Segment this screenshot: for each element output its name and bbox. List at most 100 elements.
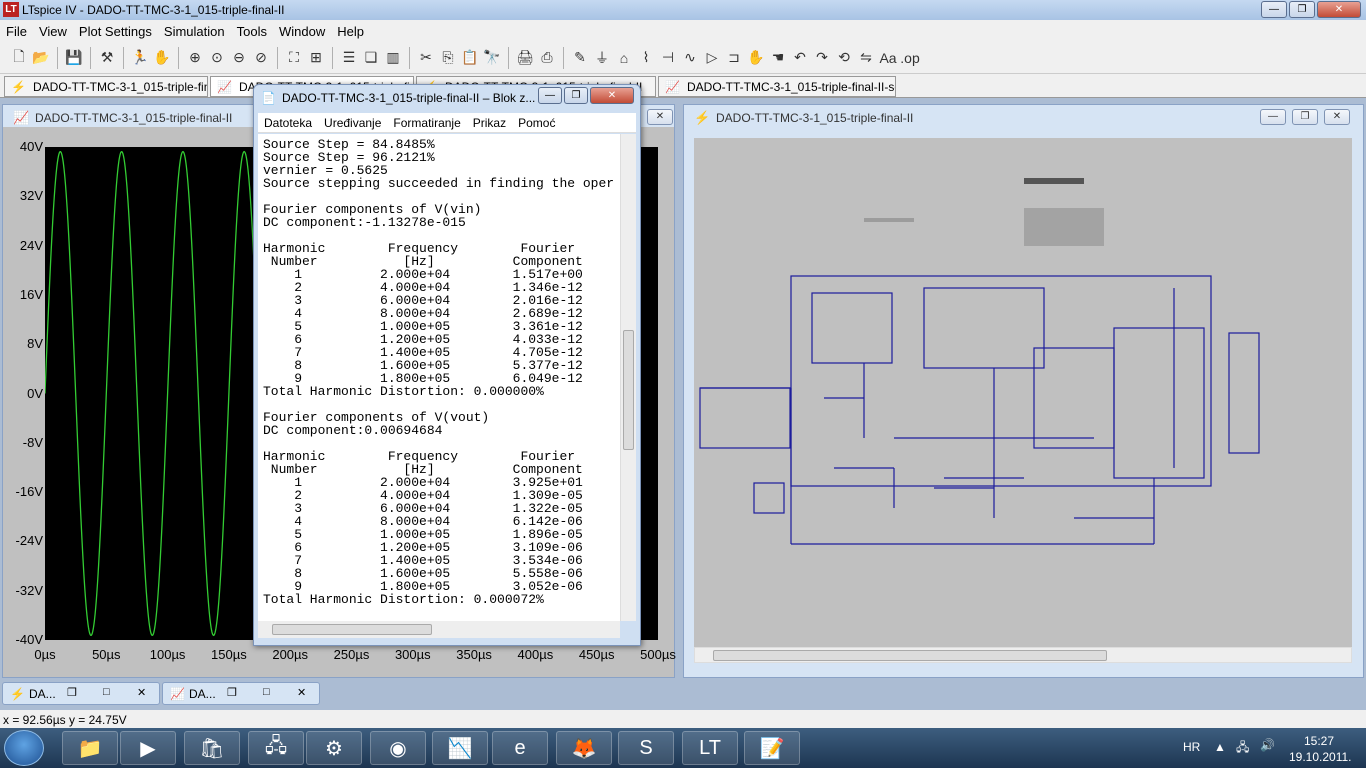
zoom-out-icon[interactable]: ⊖ [233,49,245,65]
move-icon[interactable]: ✋ [747,49,765,65]
label-net-icon[interactable]: ⌂ [619,49,629,66]
print-setup-icon[interactable]: 🖨 [516,49,534,65]
schematic-canvas[interactable] [694,138,1352,647]
undo-icon[interactable]: ↶ [794,49,806,65]
capacitor-icon[interactable]: ⊣ [661,49,675,65]
store-icon[interactable]: 🛍 [184,731,240,765]
media-player-icon[interactable]: ▶ [120,731,176,765]
close-icon[interactable]: ✕ [137,687,147,699]
volume-icon[interactable]: 🔊 [1260,738,1275,752]
tile-vertical-icon[interactable]: ▥ [386,49,400,65]
menu-window[interactable]: Window [278,23,326,39]
scrollbar-thumb[interactable] [623,330,634,450]
zoom-cancel-icon[interactable]: ⊘ [255,49,267,65]
maximize-icon[interactable]: □ [263,686,270,698]
network-tray-icon[interactable]: 🖧 [1236,740,1250,754]
restore-icon[interactable]: ❐ [1292,109,1318,125]
minimized-schematic[interactable]: ⚡ DA... ❐ □ ✕ [2,682,160,705]
resistor-icon[interactable]: ⌇ [642,49,650,65]
clock-date[interactable]: 19.10.2011. [1289,750,1352,764]
mirror-icon[interactable]: ⇋ [860,49,872,65]
drag-icon[interactable]: ☚ [771,49,785,65]
close-icon[interactable]: ✕ [1324,109,1350,125]
inductor-icon[interactable]: ∿ [684,49,696,65]
close-icon[interactable]: ✕ [647,109,673,125]
restore-icon[interactable]: ❐ [227,687,237,699]
tab-schematic[interactable]: ⚡ DADO-TT-TMC-3-1_015-triple-final-II [4,76,208,97]
maximize-button[interactable]: ❐ [564,87,588,104]
menu-uredivanje[interactable]: Uređivanje [324,115,382,130]
tab-waveform-square[interactable]: 📈 DADO-TT-TMC-3-1_015-triple-final-II-sq… [658,76,896,97]
paste-icon[interactable]: 📋 [461,49,479,65]
find-icon[interactable]: 🔭 [483,49,501,65]
explorer-icon[interactable]: 📁 [62,731,118,765]
horizontal-scrollbar[interactable] [258,621,620,638]
language-indicator[interactable]: HR [1183,740,1201,754]
browser-red-icon[interactable]: ◉ [370,731,426,765]
ground-icon[interactable]: ⏚ [595,49,609,66]
minimized-waveform[interactable]: 📈 DA... ❐ □ ✕ [162,682,320,705]
component-icon[interactable]: ⊐ [728,49,740,65]
fit-icon[interactable]: ⊞ [310,49,322,65]
pan-icon[interactable]: ⊙ [211,49,223,65]
menu-file[interactable]: File [6,23,27,39]
run-icon[interactable]: 🏃 [131,49,149,65]
scrollbar-thumb[interactable] [713,650,1107,661]
oscilloscope-icon[interactable]: 📉 [432,731,488,765]
menu-help[interactable]: Help [337,23,364,39]
redo-icon[interactable]: ↷ [816,49,828,65]
restore-icon[interactable]: ❐ [67,687,77,699]
minimize-button[interactable]: — [538,87,562,104]
notepad-line: 9 1.800e+05 3.052e-06 [263,579,583,594]
tool-icon[interactable]: ⚙ [306,731,362,765]
menu-simulation[interactable]: Simulation [163,23,225,39]
open-icon[interactable]: 📂 [32,49,50,65]
clock-time[interactable]: 15:27 [1304,734,1335,748]
waveform-plot[interactable] [45,147,658,640]
ltspice-taskbar-icon[interactable]: LT [682,731,738,765]
cut-icon[interactable]: ✂ [420,49,432,65]
menu-view[interactable]: View [38,23,67,39]
schematic-window: ⚡ DADO-TT-TMC-3-1_015-triple-final-II — … [683,104,1364,678]
spice-directive-icon[interactable]: .op [900,49,920,66]
minimize-icon[interactable]: — [1260,109,1286,125]
skype-icon[interactable]: S [618,731,674,765]
autorange-icon[interactable]: ⛶ [289,49,299,65]
control-panel-icon[interactable]: ⚒ [100,49,114,65]
maximize-button[interactable]: ❐ [1289,1,1315,18]
halt-icon[interactable]: ✋ [153,49,171,65]
menu-datoteka[interactable]: Datoteka [264,115,313,130]
diode-icon[interactable]: ▷ [706,49,718,65]
tile-horizontal-icon[interactable]: ☰ [342,49,356,65]
minimized-windows: ⚡ DA... ❐ □ ✕ 📈 DA... ❐ □ ✕ [0,680,330,706]
text-icon[interactable]: Aa [879,49,897,66]
vertical-scrollbar[interactable] [620,134,636,621]
close-button[interactable]: ✕ [1317,1,1361,18]
new-schematic-icon[interactable]: 🗋 [13,47,25,64]
rotate-icon[interactable]: ⟲ [838,49,850,65]
internet-explorer-icon[interactable]: e [492,731,548,765]
menu-plot-settings[interactable]: Plot Settings [78,23,152,39]
maximize-icon[interactable]: □ [103,686,110,698]
scrollbar-thumb[interactable] [272,624,432,635]
minimize-button[interactable]: — [1261,1,1287,18]
notepad-text-area[interactable]: Source Step = 84.8485%Source Step = 96.2… [258,134,620,621]
close-button[interactable]: ✕ [590,87,634,104]
menu-pomoc[interactable]: Pomoć [518,115,556,130]
start-button[interactable] [4,730,44,766]
save-icon[interactable]: 💾 [65,49,83,65]
menu-prikaz[interactable]: Prikaz [472,115,507,130]
print-icon[interactable]: ⎙ [541,49,553,65]
network-icon[interactable]: 🖧 [248,731,304,765]
menu-tools[interactable]: Tools [236,23,267,39]
horizontal-scrollbar[interactable] [694,647,1352,663]
zoom-in-icon[interactable]: ⊕ [189,49,201,65]
show-hidden-icons-icon[interactable]: ▲ [1214,740,1226,754]
cascade-icon[interactable]: ❏ [364,49,378,65]
menu-formatiranje[interactable]: Formatiranje [393,115,461,130]
close-icon[interactable]: ✕ [297,687,307,699]
wire-icon[interactable]: ✎ [574,49,586,65]
firefox-icon[interactable]: 🦊 [556,731,612,765]
copy-icon[interactable]: ⎘ [442,49,454,65]
notepad-taskbar-icon[interactable]: 📝 [744,731,800,765]
